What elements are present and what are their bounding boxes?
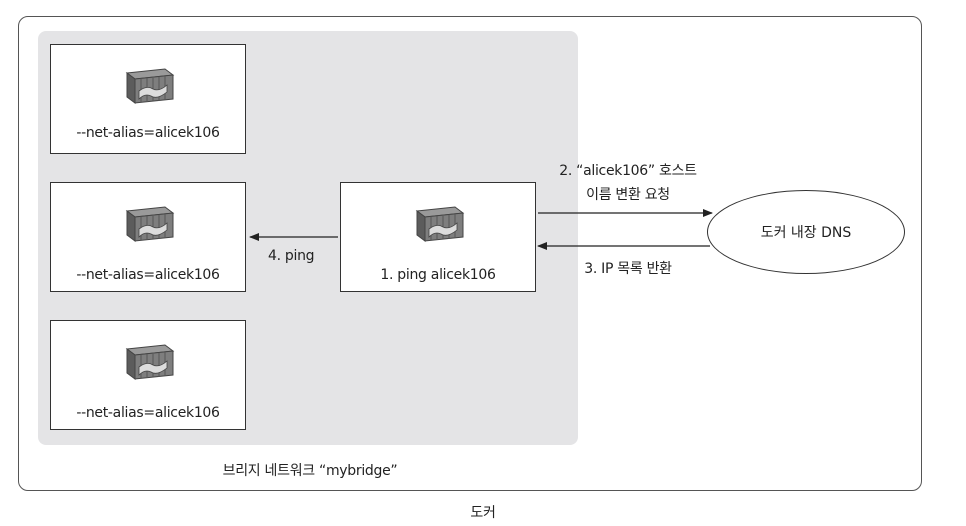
container-label: --net-alias=alicek106 [76,405,220,421]
bridge-network-label: 브리지 네트워크 “mybridge” [222,463,398,479]
client-container: 1. ping alicek106 [340,182,536,292]
container-label: --net-alias=alicek106 [76,267,220,283]
ping-label: 4. ping [268,248,315,264]
dns-label: 도커 내장 DNS [760,225,852,241]
container-middle: --net-alias=alicek106 [50,182,246,292]
docker-container-icon [121,63,177,113]
request-label-line1: 2. “alicek106” 호스트 [559,163,697,179]
container-label: --net-alias=alicek106 [76,125,220,141]
docker-dns-node: 도커 내장 DNS [707,190,905,274]
docker-container-icon [121,201,177,251]
docker-label: 도커 [470,505,496,521]
response-label: 3. IP 목록 반환 [584,261,672,277]
docker-container-icon [411,201,467,251]
client-label: 1. ping alicek106 [380,267,496,283]
docker-container-icon [121,339,177,389]
request-label-line2: 이름 변환 요청 [586,187,670,203]
container-top: --net-alias=alicek106 [50,44,246,154]
container-bottom: --net-alias=alicek106 [50,320,246,430]
